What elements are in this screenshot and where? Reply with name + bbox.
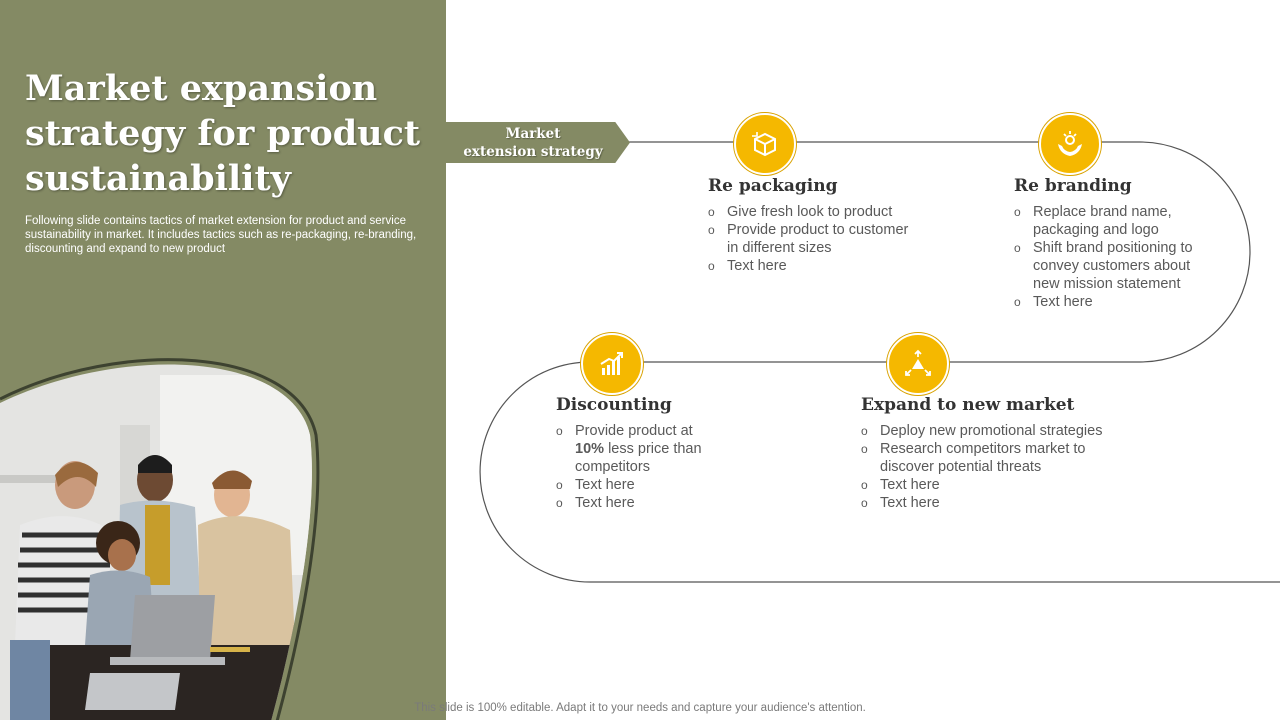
step-list-expand: Deploy new promotional strategies Resear… [861,422,1121,512]
page-title: Market expansion strategy for product su… [25,68,421,199]
step-title-discounting: Discounting [556,395,672,415]
step-list-repackaging: Give fresh look to product Provide produ… [708,203,923,275]
list-item: Deploy new promotional strategies [861,422,1121,440]
list-item: Text here [861,494,1121,512]
footer-note: This slide is 100% editable. Adapt it to… [414,702,866,714]
list-item: Provide product at 10% less price than c… [556,422,716,476]
list-item: Shift brand positioning to convey custom… [1014,239,1214,293]
team-photo-illustration [0,358,320,720]
list-item: Text here [1014,293,1214,311]
step-list-rebranding: Replace brand name, packaging and logo S… [1014,203,1214,311]
page-subtitle: Following slide contains tactics of mark… [25,215,417,255]
banner-label: Market extension strategy [463,125,603,160]
hands-brand-icon [1039,113,1101,175]
list-item: Give fresh look to product [708,203,923,221]
growth-chart-icon [581,333,643,395]
package-icon [734,113,796,175]
team-photo [0,355,330,720]
step-list-discounting: Provide product at 10% less price than c… [556,422,716,512]
list-item: Replace brand name, packaging and logo [1014,203,1214,239]
expand-arrows-icon [887,333,949,395]
list-item: Text here [708,257,923,275]
left-panel: Market expansion strategy for product su… [0,0,446,720]
step-title-expand: Expand to new market [861,395,1075,415]
step-title-rebranding: Re branding [1014,176,1132,196]
list-item: Text here [556,494,716,512]
list-item: Research competitors market to discover … [861,440,1121,476]
strategy-banner: Market extension strategy [446,122,630,163]
step-title-repackaging: Re packaging [708,176,838,196]
list-item: Provide product to customer in different… [708,221,923,257]
list-item: Text here [556,476,716,494]
list-item: Text here [861,476,1121,494]
